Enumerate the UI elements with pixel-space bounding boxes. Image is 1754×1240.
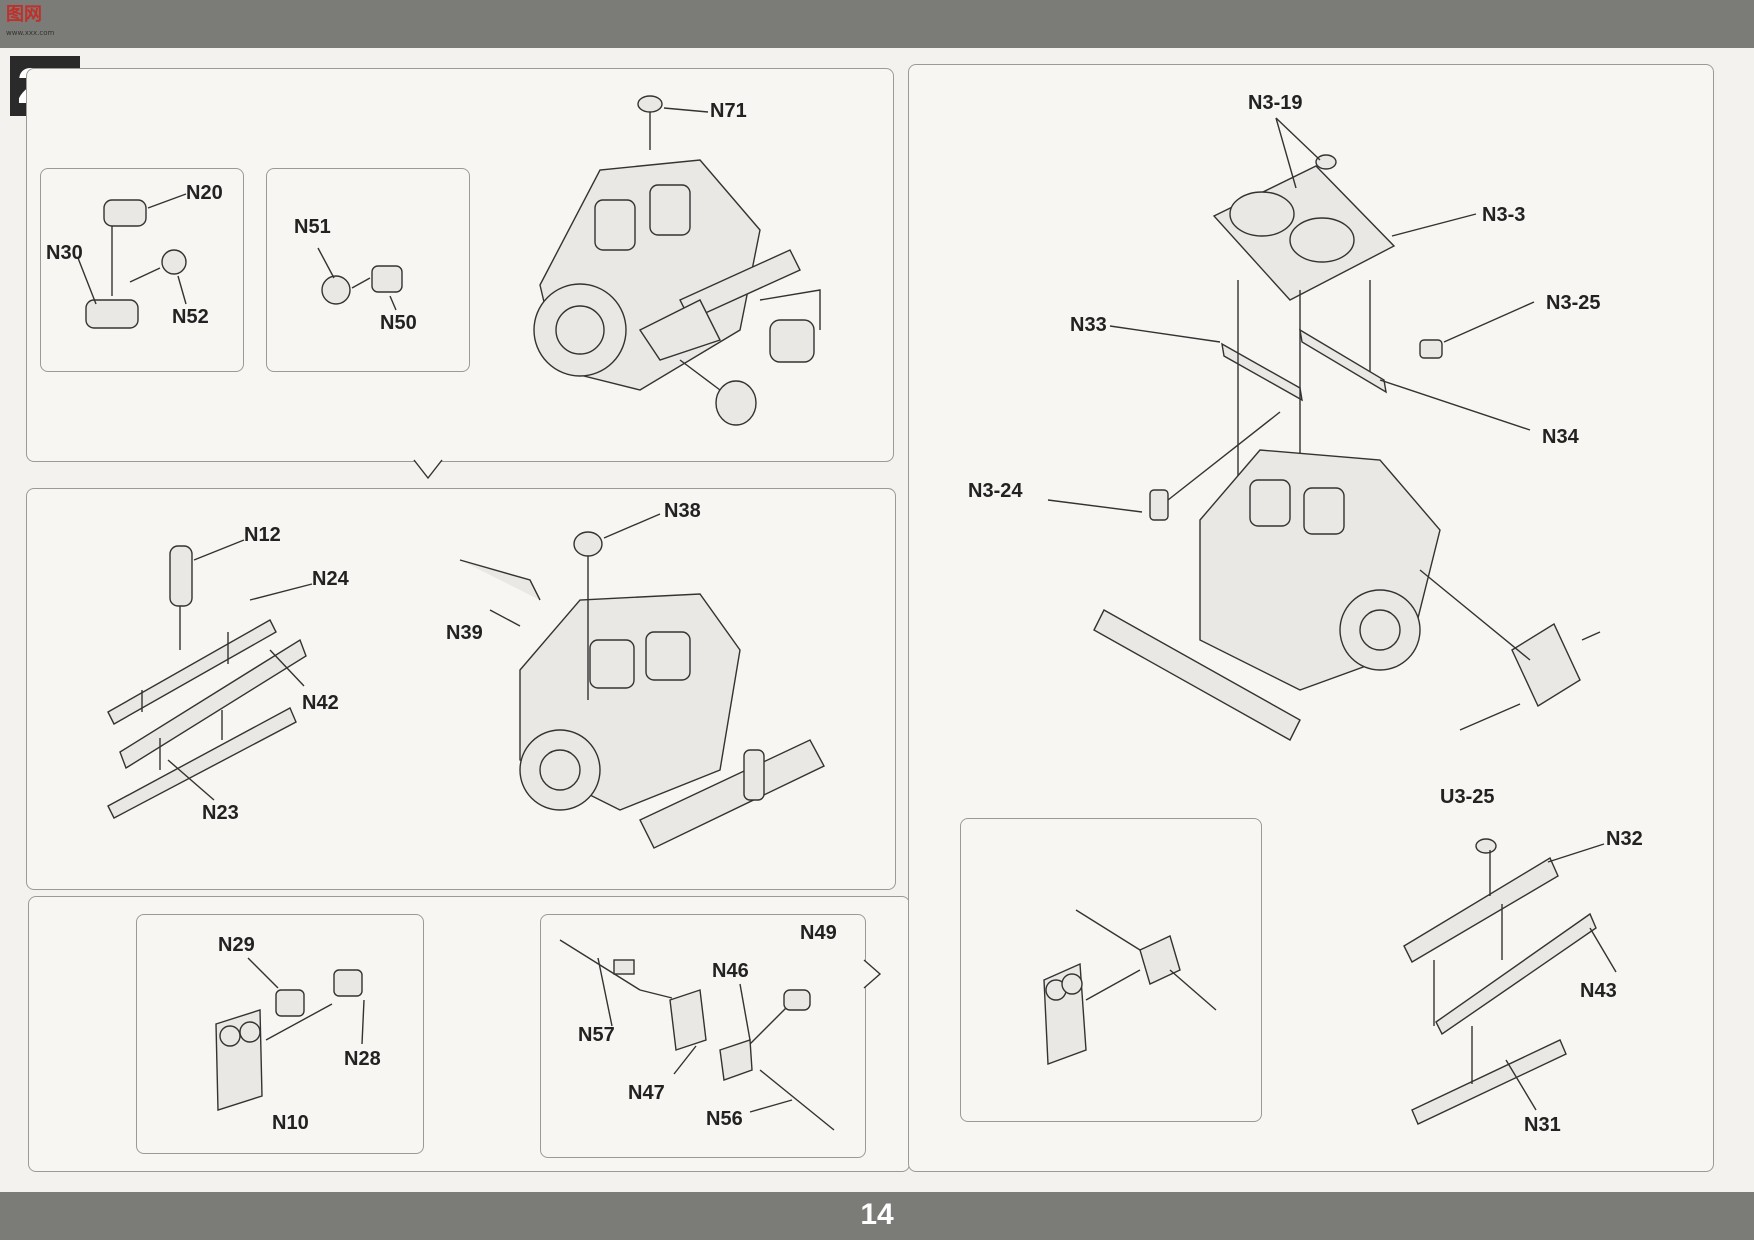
logo-text: 图网 (6, 4, 42, 25)
part-label-n38: N38 (664, 500, 701, 522)
sight-box-n10 (215, 969, 363, 1111)
sight-assembly-subpanel (1043, 909, 1217, 1065)
exhaust-parts-left (107, 545, 307, 819)
part-label-n51: N51 (294, 216, 331, 238)
page-number: 14 (860, 1198, 894, 1231)
site-logo: 图网 www.xxx.com (6, 6, 70, 40)
handle-assembly-n56 (559, 939, 835, 1131)
part-label-n12: N12 (244, 524, 281, 546)
part-label-n43: N43 (1580, 980, 1617, 1002)
footer-bar (0, 1192, 1754, 1240)
part-label-n49: N49 (800, 922, 837, 944)
part-label-n39: N39 (446, 622, 483, 644)
part-label-n23: N23 (202, 802, 239, 824)
exhaust-parts-right (1403, 856, 1597, 1125)
part-label-n34: N34 (1542, 426, 1579, 448)
engine-block-right (1093, 449, 1441, 741)
sight-box-right (1459, 622, 1601, 731)
part-label-n30: N30 (46, 242, 83, 264)
part-label-n32: N32 (1606, 828, 1643, 850)
part-label-n46: N46 (712, 960, 749, 982)
part-label-n10: N10 (272, 1112, 309, 1134)
part-label-n33: N33 (1070, 314, 1107, 336)
engine-block-middle (459, 559, 825, 849)
part-label-n20: N20 (186, 182, 223, 204)
air-filter-cover (1212, 165, 1396, 301)
subpanel-n10 (136, 914, 424, 1154)
engine-block-top (533, 159, 801, 391)
part-label-n31: N31 (1524, 1114, 1561, 1136)
part-label-n3-19: N3-19 (1248, 92, 1303, 114)
part-label-n42: N42 (302, 692, 339, 714)
part-label-n50: N50 (380, 312, 417, 334)
part-n20 (85, 199, 187, 329)
part-label-n24: N24 (312, 568, 349, 590)
header-bar (0, 0, 1754, 48)
brackets-n33-n34 (1221, 328, 1387, 402)
part-label-n71: N71 (710, 100, 747, 122)
part-label-n29: N29 (218, 934, 255, 956)
logo-subtext: www.xxx.com (6, 29, 55, 37)
subpanel-n50 (266, 168, 470, 372)
part-label-n47: N47 (628, 1082, 665, 1104)
part-label-n3-25: N3-25 (1546, 292, 1601, 314)
part-label-n3-24: N3-24 (968, 480, 1023, 502)
subpanel-sight (960, 818, 1262, 1122)
part-label-n3-3: N3-3 (1482, 204, 1526, 226)
part-label-n28: N28 (344, 1048, 381, 1070)
part-label-n52: N52 (172, 306, 209, 328)
part-label-u3-25: U3-25 (1440, 786, 1495, 808)
part-label-n57: N57 (578, 1024, 615, 1046)
part-label-n56: N56 (706, 1108, 743, 1130)
